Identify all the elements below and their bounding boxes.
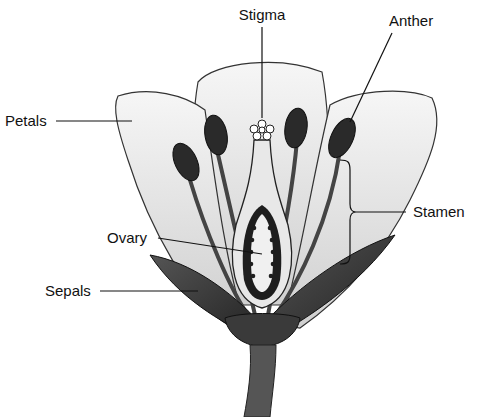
part-label: Sepals bbox=[44, 282, 92, 300]
pistil bbox=[232, 140, 291, 308]
receptacle bbox=[225, 314, 300, 348]
stigma-lobes bbox=[250, 120, 274, 140]
part-label: Anther bbox=[388, 12, 434, 30]
leader-lines bbox=[56, 27, 406, 291]
part-label: Stamen bbox=[412, 203, 466, 221]
stem bbox=[244, 345, 276, 417]
part-label: Petals bbox=[4, 112, 48, 130]
part-label: Stigma bbox=[238, 6, 287, 24]
part-label: Ovary bbox=[106, 229, 148, 247]
